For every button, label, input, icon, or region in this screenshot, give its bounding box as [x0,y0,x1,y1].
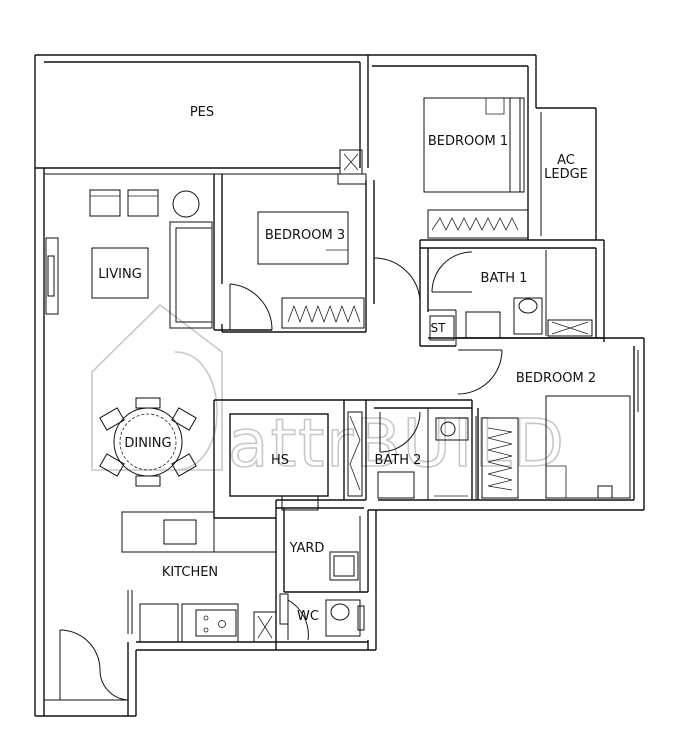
label-ac-ledge-2: LEDGE [544,167,588,182]
label-bath-2: BATH 2 [375,453,422,468]
watermark-house-icon [91,303,223,471]
label-kitchen: KITCHEN [162,565,218,580]
interior-walls [121,174,604,650]
fixtures [45,97,631,637]
watermark-text: attrBUILD [228,405,566,482]
label-bedroom-1: BEDROOM 1 [428,134,508,149]
label-yard: YARD [289,541,325,556]
label-wc: WC [297,609,319,624]
outer-walls [34,54,645,717]
label-living: LIVING [98,267,142,282]
room-labels: PES BEDROOM 1 AC LEDGE BEDROOM 3 LIVING … [98,105,596,624]
label-dining: DINING [124,436,171,451]
label-bedroom-3: BEDROOM 3 [265,228,345,243]
label-ac-ledge-1: AC [557,153,575,168]
label-pes: PES [190,105,214,120]
label-bath-1: BATH 1 [481,271,528,286]
label-bedroom-2: BEDROOM 2 [516,371,596,386]
label-st: ST [431,321,447,335]
label-hs: HS [271,453,289,468]
